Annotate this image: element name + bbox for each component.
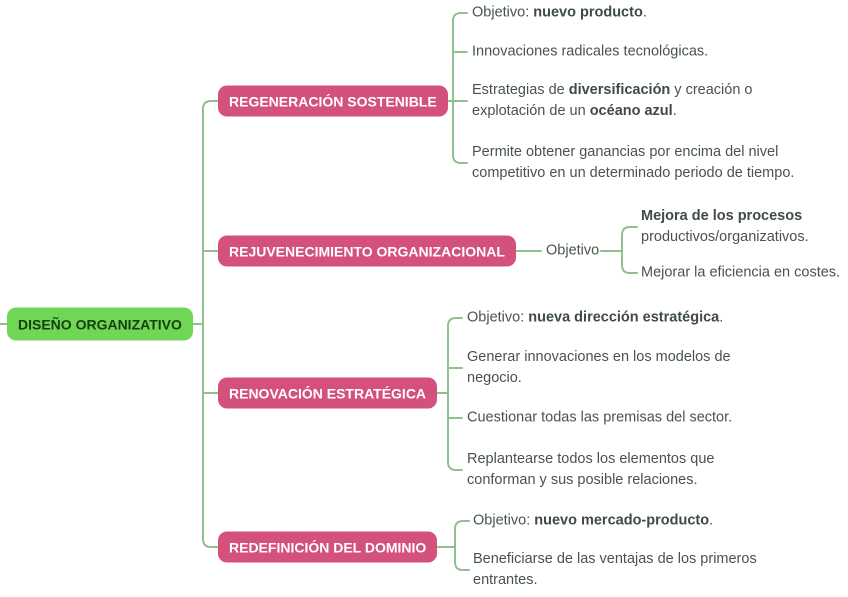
subnode-objetivo[interactable]: Objetivo [546, 242, 600, 259]
branch-node-rejuvenecimiento-organizacional[interactable]: REJUVENECIMIENTO ORGANIZACIONAL [218, 235, 516, 267]
branch-node-label: REDEFINICIÓN DEL DOMINIO [229, 539, 427, 555]
root-node-label: DISEÑO ORGANIZATIVO [18, 316, 182, 332]
leaf-permite-obtener-ganancias[interactable]: Permite obtener ganancias por encima del… [472, 144, 795, 181]
leaf-generar-innovaciones[interactable]: Generar innovaciones en los modelos de n… [467, 349, 731, 386]
root-node-diseno-organizativo[interactable]: DISEÑO ORGANIZATIVO [7, 307, 193, 341]
leaf-estrategias-diversificacion[interactable]: Estrategias de diversificación y creació… [472, 82, 753, 119]
branch-node-label: REGENERACIÓN SOSTENIBLE [229, 93, 437, 109]
branch-node-redefinicion-del-dominio[interactable]: REDEFINICIÓN DEL DOMINIO [218, 531, 438, 563]
branch-node-label: RENOVACIÓN ESTRATÉGICA [229, 385, 427, 401]
branch-node-renovacion-estrategica[interactable]: RENOVACIÓN ESTRATÉGICA [218, 377, 438, 409]
branch-node-regeneracion-sostenible[interactable]: REGENERACIÓN SOSTENIBLE [218, 85, 448, 117]
leaf-cuestionar-premisas[interactable]: Cuestionar todas las premisas del sector… [467, 409, 733, 426]
leaf-objetivo-nuevo-producto[interactable]: Objetivo: nuevo producto. [472, 4, 647, 21]
leaf-replantearse-elementos[interactable]: Replantearse todos los elementos que con… [467, 451, 715, 488]
leaf-mejorar-eficiencia-costes[interactable]: Mejorar la eficiencia en costes. [641, 264, 841, 281]
leaf-mejora-procesos[interactable]: Mejora de los procesos productivos/organ… [641, 208, 809, 245]
leaf-objetivo-nuevo-mercado-producto[interactable]: Objetivo: nuevo mercado-producto. [473, 512, 714, 529]
branch-node-label: REJUVENECIMIENTO ORGANIZACIONAL [229, 243, 505, 259]
leaf-innovaciones-radicales[interactable]: Innovaciones radicales tecnológicas. [472, 43, 709, 60]
leaf-objetivo-nueva-direccion[interactable]: Objetivo: nueva dirección estratégica. [467, 309, 724, 326]
leaf-beneficiarse-primeros-entrantes[interactable]: Beneficiarse de las ventajas de los prim… [473, 551, 757, 588]
